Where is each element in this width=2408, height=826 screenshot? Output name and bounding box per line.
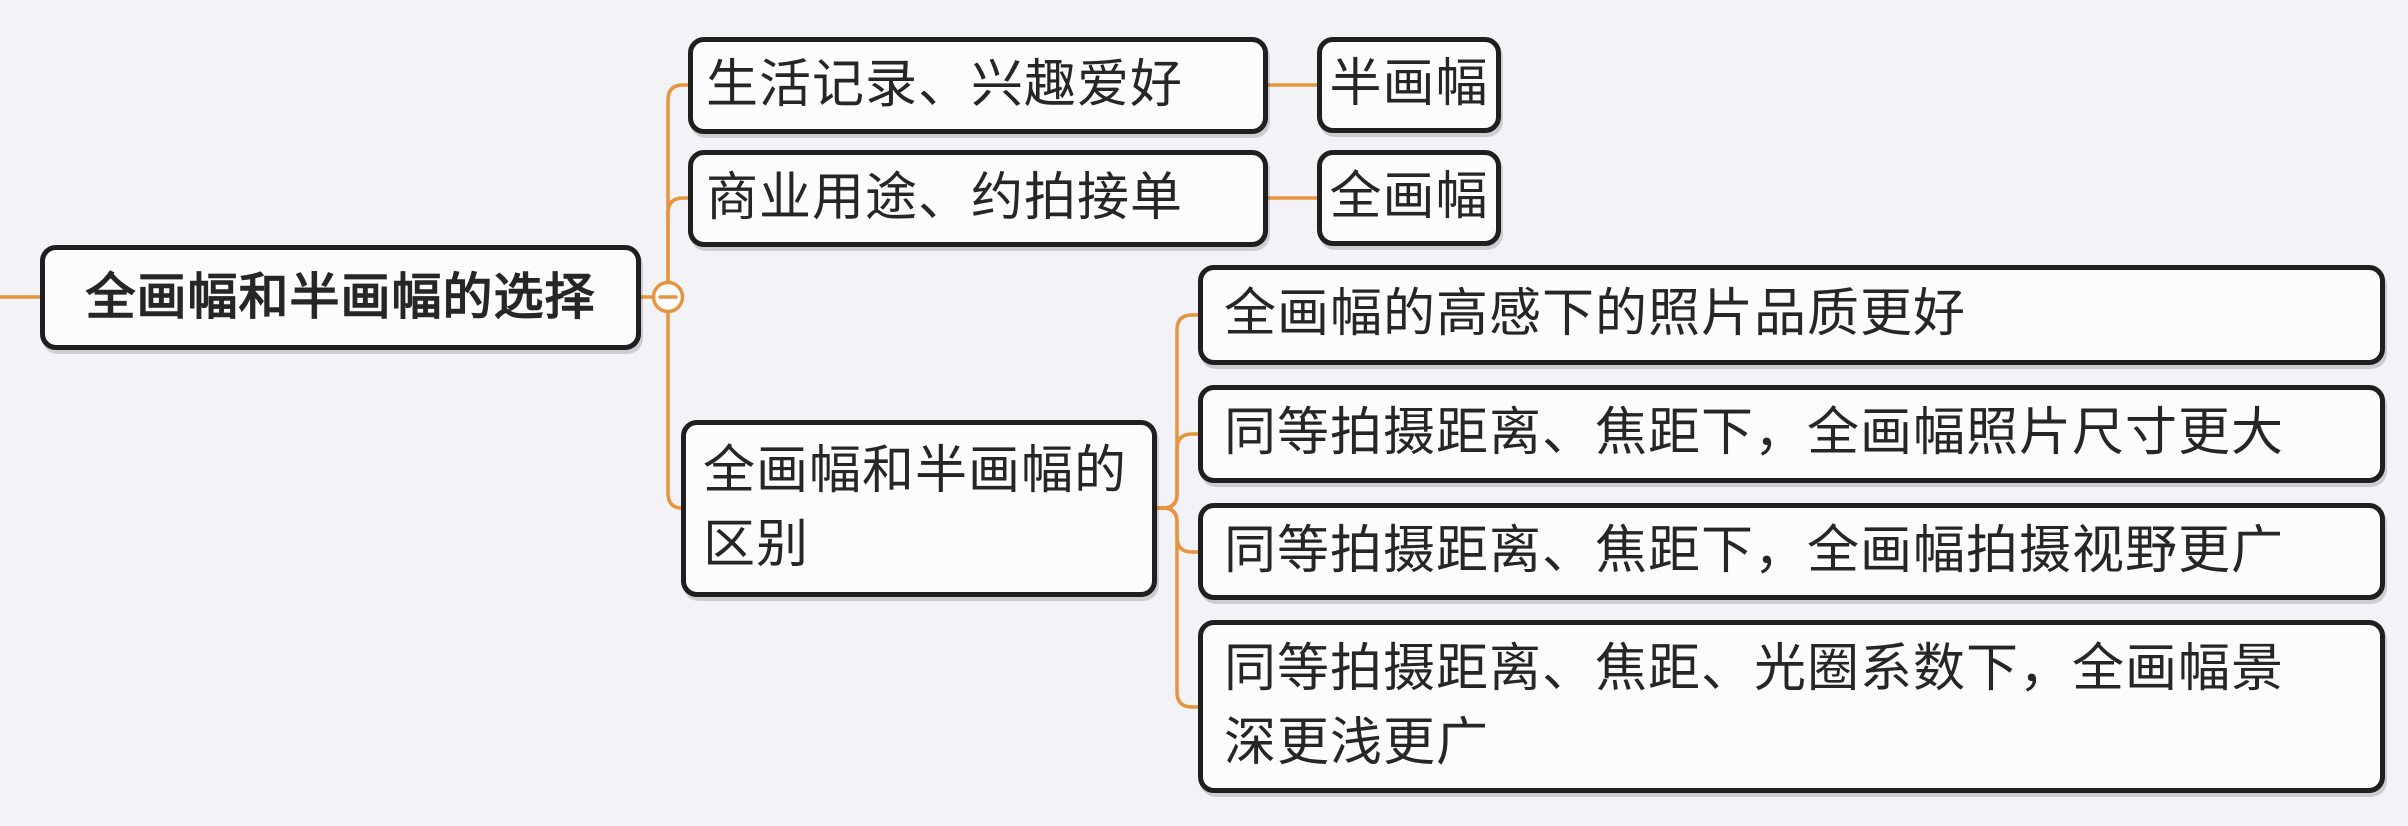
branch-node-differences[interactable]: 全画幅和半画幅的 区别 [681, 420, 1157, 597]
leaf-node-depth-of-field[interactable]: 同等拍摄距离、焦距、光圈系数下，全画幅景 深更浅更广 [1198, 620, 2385, 793]
child-node-half-frame[interactable]: 半画幅 [1317, 37, 1501, 133]
link-leaf-2 [1155, 432, 1200, 510]
link-branch-1 [666, 83, 692, 299]
branch-node-life-records[interactable]: 生活记录、兴趣爱好 [688, 37, 1268, 134]
link-branch-2 [666, 196, 692, 299]
root-node[interactable]: 全画幅和半画幅的选择 [40, 245, 641, 350]
leaf-node-photo-size[interactable]: 同等拍摄距离、焦距下，全画幅照片尺寸更大 [1198, 385, 2385, 483]
branch-node-commercial-use[interactable]: 商业用途、约拍接单 [688, 150, 1268, 247]
leaf-node-high-iso-quality[interactable]: 全画幅的高感下的照片品质更好 [1198, 265, 2385, 365]
leaf-node-field-of-view[interactable]: 同等拍摄距离、焦距下，全画幅拍摄视野更广 [1198, 503, 2385, 600]
link-leaf-4 [1155, 506, 1200, 709]
child-node-full-frame[interactable]: 全画幅 [1317, 150, 1501, 246]
collapse-toggle-button[interactable] [651, 280, 685, 314]
